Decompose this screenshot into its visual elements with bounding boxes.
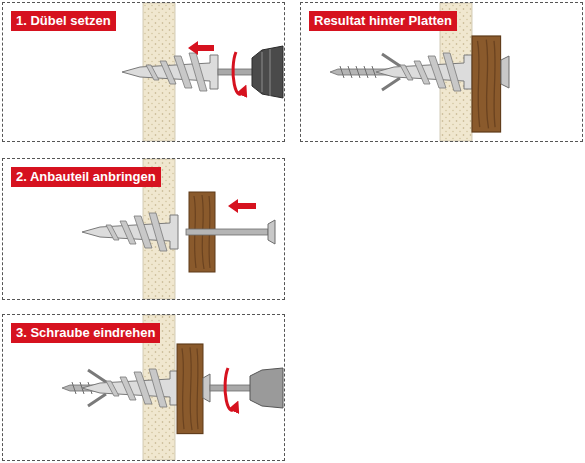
rotation-arrow [233,52,244,94]
rotation-arrow [225,368,236,410]
screw-head [501,56,509,88]
screw-head [268,220,275,244]
part [177,344,203,434]
push-arrow [228,199,256,213]
step-panel: 1. Dübel setzen [2,2,285,142]
screw-head [203,374,210,402]
screwdriver [250,368,283,408]
drill-chuck [252,46,283,98]
step-panel: 2. Anbauteil anbringen [2,158,285,300]
step-title: 2. Anbauteil anbringen [11,167,161,187]
step-panel: 3. Schraube eindrehen [2,314,285,461]
step-panel: Resultat hinter Platten [300,2,583,142]
step-title: 3. Schraube eindrehen [11,323,160,343]
dowel [122,53,218,91]
chuck-ribs [262,49,270,96]
dowel [82,369,178,407]
screw [186,229,268,235]
plate [472,36,501,132]
push-arrow [188,41,214,55]
driver-bit [210,385,252,391]
dowel [376,53,472,91]
step-title: Resultat hinter Platten [309,11,457,31]
screw-thread [340,66,376,78]
dowel [82,213,178,251]
step-title: 1. Dübel setzen [11,11,116,31]
drill-bit [218,69,254,75]
